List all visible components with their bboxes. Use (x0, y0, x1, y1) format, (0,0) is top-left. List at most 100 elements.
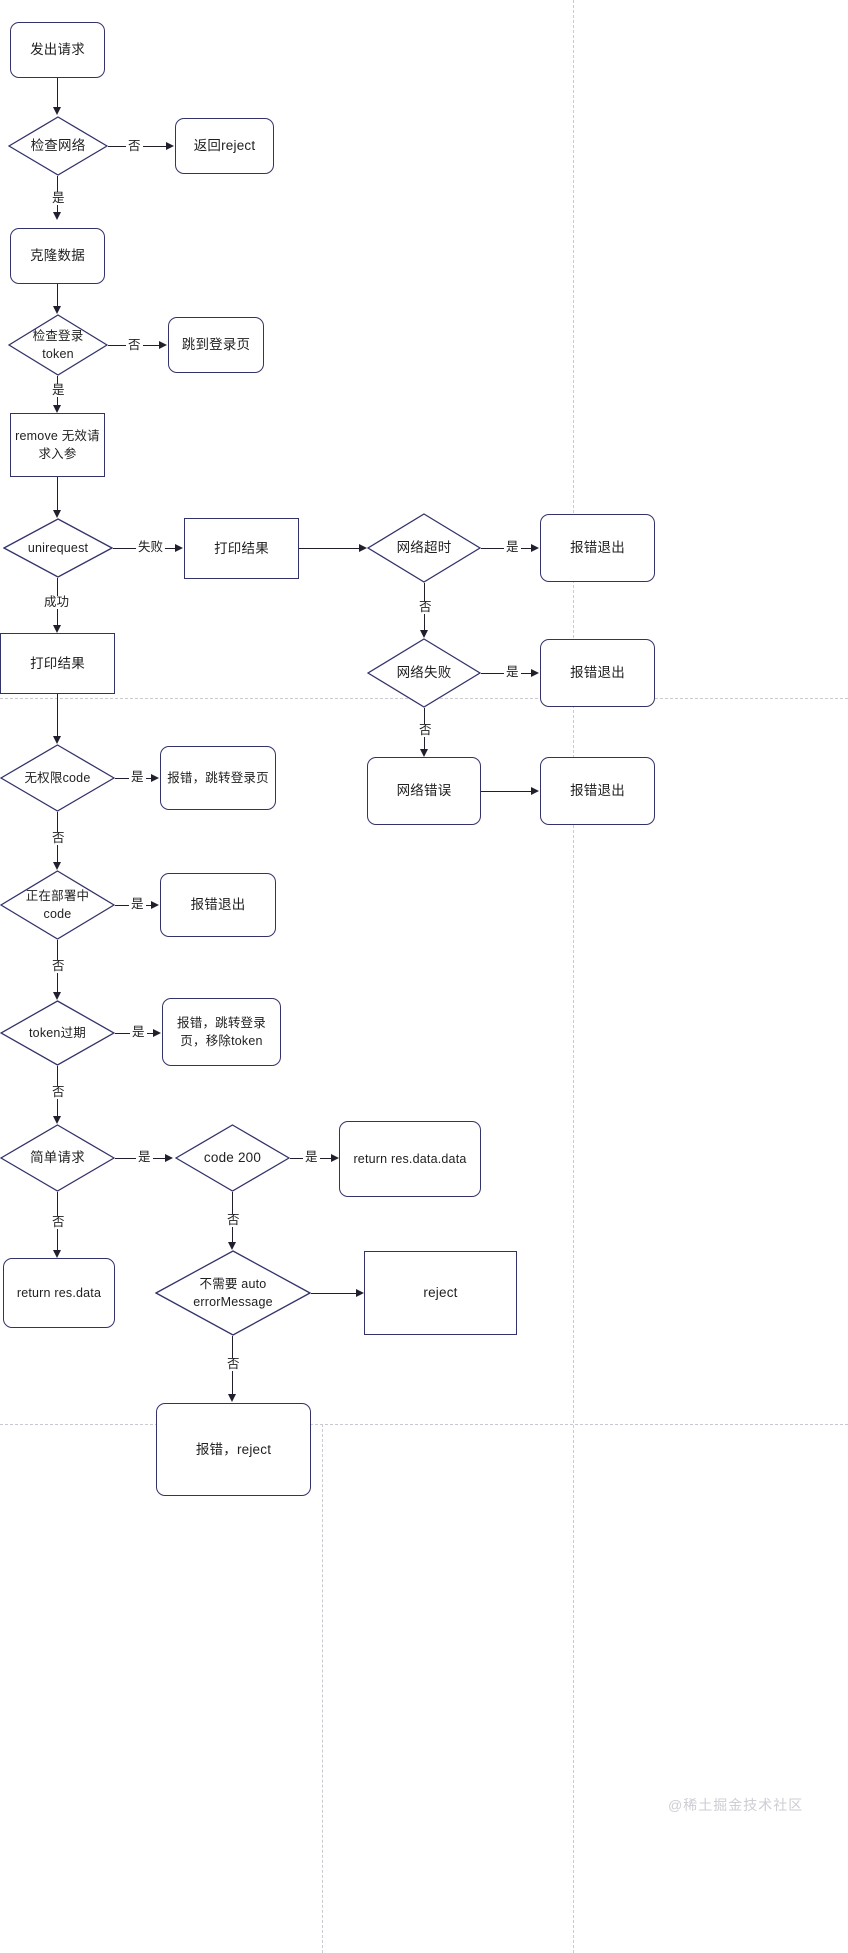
arrowhead-right (331, 1154, 339, 1162)
node-deploying-code[interactable]: 正在部署中 code (0, 870, 115, 940)
node-label: 简单请求 (30, 1150, 85, 1166)
node-print-result-ok[interactable]: 打印结果 (0, 633, 115, 694)
node-no-perm-code[interactable]: 无权限code (0, 744, 115, 812)
node-label: code 200 (203, 1150, 262, 1166)
edge-label-yes: 是 (303, 1150, 320, 1164)
edge-label-no: 否 (50, 959, 67, 973)
node-return-data-data[interactable]: return res.data.data (339, 1121, 481, 1197)
edge-label-no: 否 (126, 338, 143, 352)
arrowhead-down (53, 510, 61, 518)
node-error-goto-login[interactable]: 报错，跳转登录页 (160, 746, 276, 810)
arrowhead-right (531, 544, 539, 552)
node-label: unirequest (27, 540, 89, 555)
node-label: 不需要 auto errorMessage (193, 1276, 273, 1309)
edge-no-auto-errmsg-to-reject (311, 1293, 356, 1294)
edge-label-fail: 失败 (136, 540, 166, 554)
node-label: reject (423, 1285, 458, 1301)
node-label: 发出请求 (30, 42, 85, 58)
edge-label-success: 成功 (42, 595, 72, 609)
arrowhead-right (166, 142, 174, 150)
edge-start-to-check-network (57, 78, 58, 108)
node-label: 报错，跳转登录 页，移除token (177, 1015, 266, 1048)
arrowhead-down (53, 405, 61, 413)
edge-label-yes: 是 (130, 1025, 147, 1039)
node-label: 打印结果 (214, 540, 269, 556)
node-label: 检查登录 token (32, 328, 84, 361)
node-label: 无权限code (24, 770, 91, 785)
node-label: 报错退出 (570, 783, 625, 799)
node-check-token[interactable]: 检查登录 token (8, 314, 108, 376)
node-reject[interactable]: reject (364, 1251, 517, 1335)
edge-label-yes: 是 (129, 770, 146, 784)
arrowhead-down (53, 306, 61, 314)
node-print-result-fail[interactable]: 打印结果 (184, 518, 299, 579)
node-token-expired[interactable]: token过期 (0, 1000, 115, 1066)
arrowhead-right (165, 1154, 173, 1162)
node-remove-params[interactable]: remove 无效请 求入参 (10, 413, 105, 477)
node-label: 跳到登录页 (181, 337, 251, 353)
arrowhead-right (175, 544, 183, 552)
edge-label-yes: 是 (129, 897, 146, 911)
node-error-reject[interactable]: 报错，reject (156, 1403, 311, 1496)
arrowhead-down (53, 736, 61, 744)
edge-label-no: 否 (50, 831, 67, 845)
node-error-exit-4[interactable]: 报错退出 (160, 873, 276, 937)
node-label: return res.data.data (353, 1151, 467, 1166)
edge-print-fail-to-network-timeout (299, 548, 359, 549)
edge-label-yes: 是 (50, 191, 67, 205)
node-label: 检查网络 (30, 138, 86, 154)
node-error-exit-1[interactable]: 报错退出 (540, 514, 655, 582)
node-simple-request[interactable]: 简单请求 (0, 1124, 115, 1192)
node-label: return res.data (16, 1285, 102, 1300)
edge-label-no: 否 (50, 1215, 67, 1229)
node-network-timeout[interactable]: 网络超时 (367, 513, 481, 583)
arrowhead-right (151, 774, 159, 782)
arrowhead-right (531, 669, 539, 677)
node-label: 报错退出 (570, 540, 625, 556)
node-error-exit-2[interactable]: 报错退出 (540, 639, 655, 707)
node-label: 返回reject (193, 138, 256, 154)
arrowhead-down (53, 992, 61, 1000)
node-return-data[interactable]: return res.data (3, 1258, 115, 1328)
node-clone-data[interactable]: 克隆数据 (10, 228, 105, 284)
node-network-failed[interactable]: 网络失败 (367, 638, 481, 708)
arrowhead-down (420, 630, 428, 638)
node-label: 网络失败 (396, 665, 452, 681)
node-check-network[interactable]: 检查网络 (8, 116, 108, 176)
edge-print-ok-to-no-perm-code (57, 694, 58, 736)
guide-line-vertical (573, 0, 574, 1953)
node-label: remove 无效请 求入参 (15, 428, 100, 461)
arrowhead-down (53, 1116, 61, 1124)
arrowhead-down (228, 1242, 236, 1250)
edge-label-yes: 是 (136, 1150, 153, 1164)
node-goto-login[interactable]: 跳到登录页 (168, 317, 264, 373)
node-label: 报错，reject (195, 1441, 272, 1457)
arrowhead-down (53, 107, 61, 115)
edge-label-no: 否 (50, 1085, 67, 1099)
node-network-error[interactable]: 网络错误 (367, 757, 481, 825)
node-return-reject[interactable]: 返回reject (175, 118, 274, 174)
edge-label-no: 否 (126, 139, 143, 153)
node-no-auto-errmsg[interactable]: 不需要 auto errorMessage (155, 1250, 311, 1336)
edge-label-no: 否 (225, 1357, 242, 1371)
arrowhead-down (53, 212, 61, 220)
node-label: 报错，跳转登录页 (167, 770, 269, 785)
node-start[interactable]: 发出请求 (10, 22, 105, 78)
node-code-200[interactable]: code 200 (175, 1124, 290, 1192)
edge-label-yes: 是 (50, 383, 67, 397)
arrowhead-down (420, 749, 428, 757)
node-error-login-rm[interactable]: 报错，跳转登录 页，移除token (162, 998, 281, 1066)
arrowhead-down (53, 625, 61, 633)
arrowhead-right (359, 544, 367, 552)
node-label: 网络超时 (396, 540, 452, 556)
node-error-exit-3[interactable]: 报错退出 (540, 757, 655, 825)
guide-line-vertical-2 (322, 1424, 323, 1953)
edge-clone-data-to-check-token (57, 284, 58, 306)
arrowhead-right (356, 1289, 364, 1297)
edge-label-yes: 是 (504, 665, 521, 679)
node-label: 正在部署中 code (25, 888, 90, 921)
edge-label-no: 否 (417, 600, 434, 614)
arrowhead-right (159, 341, 167, 349)
node-unirequest[interactable]: unirequest (3, 518, 113, 578)
